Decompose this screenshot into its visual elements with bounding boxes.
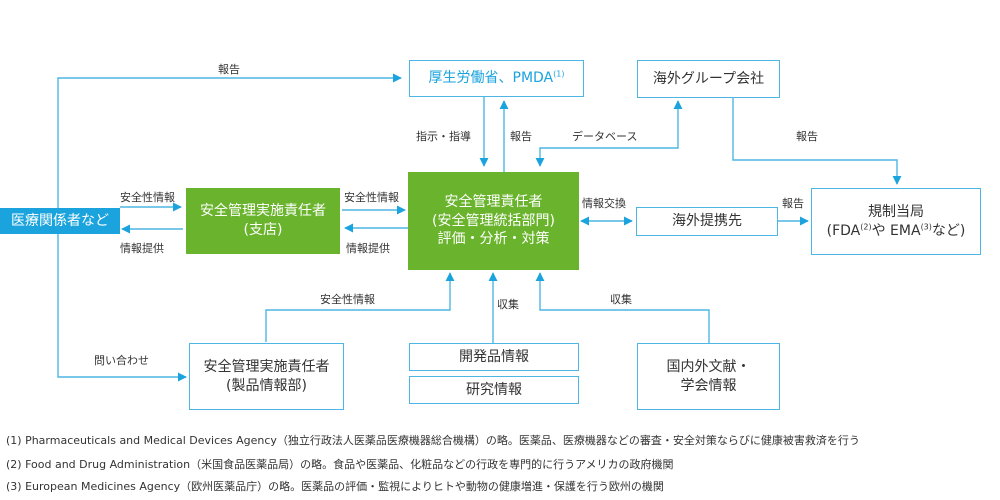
node-research-info: 研究情報 <box>409 376 579 404</box>
label-report-right: 報告 <box>782 197 804 210</box>
footnote-mark-3: (3) <box>920 221 932 231</box>
node-mhlw-pmda: 厚生労働省、PMDA(1) <box>409 60 584 97</box>
node-branch-safety-officer: 安全管理実施責任者 (支店) <box>186 188 340 254</box>
node-medical-professionals: 医療関係者など <box>0 208 120 234</box>
partner-title: 海外提携先 <box>672 213 742 230</box>
label-report-top: 報告 <box>218 63 240 76</box>
central-line2: (安全管理統括部門) <box>432 212 555 229</box>
footnote-mark-1: (1) <box>553 69 565 79</box>
label-info-exchange: 情報交換 <box>582 197 626 210</box>
node-dev-info: 開発品情報 <box>409 343 579 371</box>
node-overseas-partner: 海外提携先 <box>636 207 778 236</box>
literature-line2: 学会情報 <box>680 377 737 394</box>
label-info-provide-left: 情報提供 <box>120 242 164 255</box>
node-product-info-officer: 安全管理実施責任者 (製品情報部) <box>189 343 344 410</box>
footnote-2: (2) Food and Drug Administration（米国食品医薬品… <box>6 458 674 471</box>
branch-line2: (支店) <box>243 222 283 238</box>
overseas-group-title: 海外グループ会社 <box>652 70 765 87</box>
label-collect-right: 収集 <box>610 293 632 306</box>
regulators-etc: など) <box>931 222 966 239</box>
product-dept-line2: (製品情報部) <box>226 377 307 394</box>
label-inquiry: 問い合わせ <box>94 354 149 367</box>
regulators-ema: や EMA <box>871 222 921 239</box>
label-safety-info-bottom: 安全性情報 <box>320 293 375 306</box>
node-literature-info: 国内外文献・ 学会情報 <box>637 343 780 410</box>
regulators-line1: 規制当局 <box>868 203 924 220</box>
research-info-title: 研究情報 <box>466 381 522 398</box>
edge-safety-info-bottom <box>265 272 455 342</box>
branch-line1: 安全管理実施責任者 <box>200 203 326 220</box>
node-regulators: 規制当局 (FDA(2)や EMA(3)など) <box>811 188 981 255</box>
footnote-mark-2: (2) <box>860 221 872 231</box>
label-database: データベース <box>572 130 638 143</box>
footnote-1: (1) Pharmaceuticals and Medical Devices … <box>6 434 860 447</box>
regulators-fda: (FDA <box>826 222 861 239</box>
edge-inquiry <box>57 233 187 382</box>
label-instruction: 指示・指導 <box>416 130 471 143</box>
node-central-safety-manager: 安全管理責任者 (安全管理統括部門) 評価・分析・対策 <box>408 172 579 270</box>
edge-report-group <box>732 98 902 185</box>
edge-database <box>535 100 683 167</box>
label-safety-info-left: 安全性情報 <box>120 191 175 204</box>
footnote-3: (3) European Medicines Agency（欧州医薬品庁）の略。… <box>6 480 664 493</box>
edge-report-top <box>57 73 402 208</box>
dev-info-title: 開発品情報 <box>459 348 529 365</box>
node-overseas-group: 海外グループ会社 <box>637 60 780 98</box>
medical-title: 医療関係者など <box>11 212 109 229</box>
edge-collect-right <box>535 272 710 343</box>
mhlw-title: 厚生労働省、PMDA <box>428 70 554 87</box>
label-report-up: 報告 <box>510 130 532 143</box>
central-line1: 安全管理責任者 <box>444 193 543 210</box>
label-collect-mid: 収集 <box>497 298 519 311</box>
product-dept-line1: 安全管理実施責任者 <box>203 358 330 375</box>
label-info-provide-mid: 情報提供 <box>346 242 390 255</box>
label-safety-info-mid: 安全性情報 <box>344 191 399 204</box>
central-line3: 評価・分析・対策 <box>437 231 550 248</box>
literature-line1: 国内外文献・ <box>666 358 751 375</box>
label-report-group: 報告 <box>796 130 818 143</box>
